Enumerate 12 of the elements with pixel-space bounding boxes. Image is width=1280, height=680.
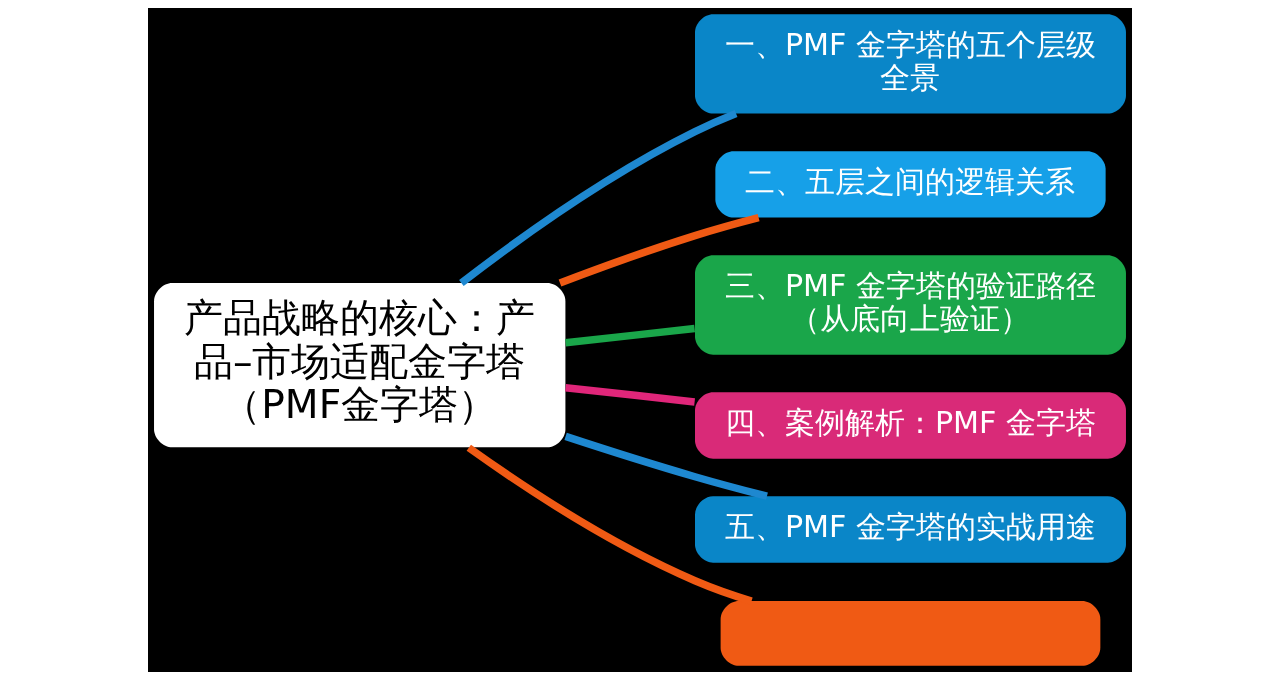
connector xyxy=(565,383,695,406)
connector xyxy=(459,110,738,286)
node-box: 二、五层之间的逻辑关系 xyxy=(715,151,1106,218)
connector xyxy=(565,324,695,347)
connector xyxy=(564,432,768,500)
connector xyxy=(558,214,760,287)
node-box: 五、PMF 金字塔的实战用途 xyxy=(695,496,1126,563)
node-box: 三、PMF 金字塔的验证路径（从底向上验证） xyxy=(695,255,1126,355)
node-box: 一、PMF 金字塔的五个层级全景 xyxy=(695,14,1126,114)
node-box: 四、案例解析：PMF 金字塔 xyxy=(695,392,1126,459)
node-box xyxy=(720,601,1101,666)
node-box: 产品战略的核心：产品–市场适配金字塔（PMF金字塔） xyxy=(154,283,566,448)
